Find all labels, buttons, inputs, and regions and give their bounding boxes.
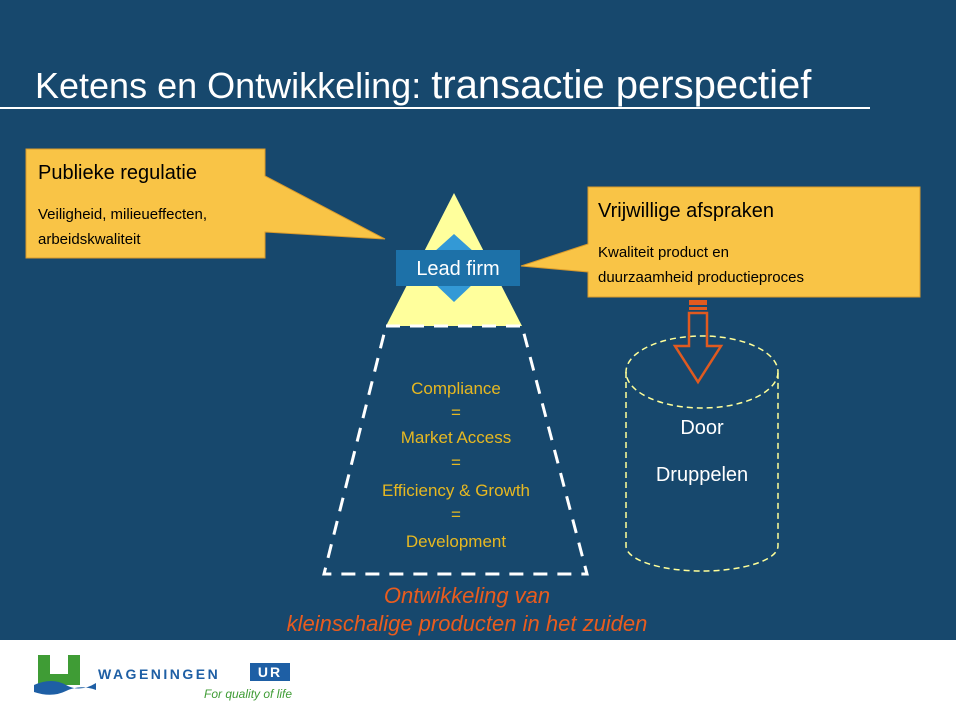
logo-ur-box (250, 663, 290, 681)
pyramid-text-development: Development (406, 532, 506, 551)
cylinder-body (625, 372, 779, 572)
slide-title: Ketens en Ontwikkeling: transactie persp… (35, 63, 812, 107)
wageningen-logo-icon (34, 655, 96, 695)
callout-left-heading: Publieke regulatie (38, 162, 197, 184)
footer-canvas: WAGENINGEN UR For quality of life (34, 655, 292, 701)
callout-left (25, 148, 386, 259)
pyramid-text-market-access: Market Access (401, 428, 512, 447)
lead-firm-label: Lead firm (416, 258, 499, 280)
callout-right (520, 186, 921, 298)
title-part-2: transactie perspectief (431, 63, 812, 107)
pyramid-text-equals-3: = (451, 505, 461, 524)
callout-right-heading: Vrijwillige afspraken (598, 200, 774, 222)
cylinder-top-ellipse (625, 335, 779, 409)
pyramid-text-equals-1: = (451, 403, 461, 422)
logo-ur: UR (258, 664, 282, 680)
cylinder-text-door: Door (680, 417, 724, 439)
callout-right-line-2: duurzaamheid productieproces (598, 269, 804, 286)
logo-name: WAGENINGEN (98, 666, 220, 682)
slide: Ketens en Ontwikkeling: transactie persp… (0, 0, 956, 640)
title-part-1: Ketens en Ontwikkeling: (35, 65, 431, 106)
cylinder (625, 335, 779, 572)
footer: WAGENINGEN UR For quality of life (0, 640, 956, 722)
cylinder-text-druppelen: Druppelen (656, 464, 748, 486)
pyramid-text-efficiency: Efficiency & Growth (382, 481, 530, 500)
pyramid-text-group: Compliance = Market Access = Efficiency … (382, 379, 530, 551)
pyramid-text-compliance: Compliance (411, 379, 501, 398)
drip-arrow-icon (672, 300, 724, 385)
lead-firm-box (396, 250, 520, 286)
logo-tagline: For quality of life (204, 687, 292, 701)
caption-line-1: Ontwikkeling van (384, 583, 550, 608)
pyramid-text-equals-2: = (451, 453, 461, 472)
slide-canvas: Ketens en Ontwikkeling: transactie persp… (0, 63, 921, 636)
pyramid-base-outline (322, 324, 589, 576)
callout-right-line-1: Kwaliteit product en (598, 244, 729, 261)
callout-left-line-2: arbeidskwaliteit (38, 231, 141, 248)
callout-left-line-1: Veiligheid, milieueffecten, (38, 206, 207, 223)
caption-line-2: kleinschalige producten in het zuiden (287, 611, 648, 636)
